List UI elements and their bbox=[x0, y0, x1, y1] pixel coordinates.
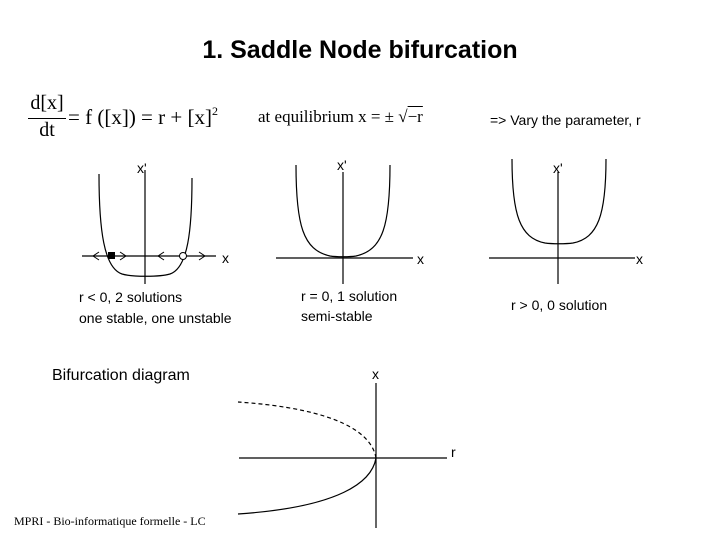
bifurcation-diagram-label: Bifurcation diagram bbox=[52, 367, 190, 384]
panel2-caption-line2: semi-stable bbox=[301, 308, 373, 324]
panel1-x-label: x bbox=[222, 250, 229, 266]
panel3-y-label: x' bbox=[553, 160, 563, 176]
bifurcation-stable-branch bbox=[237, 457, 377, 515]
bifurcation-x-label: r bbox=[451, 444, 456, 460]
panel3-caption-line1: r > 0, 0 solution bbox=[511, 297, 608, 313]
derivative-denominator: dt bbox=[39, 119, 55, 141]
equilibrium-text: at equilibrium x = ± √ bbox=[258, 107, 408, 126]
panel1-stable-point bbox=[108, 252, 115, 259]
panel1-unstable-point bbox=[179, 252, 187, 260]
fraction-bar bbox=[28, 118, 66, 119]
panel2-parabola bbox=[295, 164, 391, 258]
instruction-text: => Vary the parameter, r bbox=[490, 112, 641, 128]
equation-rhs-text: = f ([x]) = r + [x] bbox=[68, 105, 212, 129]
panel1-caption-line2: one stable, one unstable bbox=[79, 310, 232, 326]
footer-text: MPRI - Bio-informatique formelle - LC bbox=[14, 514, 206, 528]
panel3-x-label: x bbox=[636, 251, 643, 267]
panel2-x-label: x bbox=[417, 251, 424, 267]
panel1-arrow-right-2 bbox=[198, 251, 206, 261]
equation-rhs: = f ([x]) = r + [x]2 bbox=[68, 104, 218, 130]
equilibrium-expression: at equilibrium x = ± √−r bbox=[258, 107, 423, 127]
bifurcation-y-label: x bbox=[372, 366, 379, 382]
equation-exponent: 2 bbox=[211, 104, 218, 118]
bifurcation-unstable-branch bbox=[237, 401, 377, 459]
panel1-caption-line1: r < 0, 2 solutions bbox=[79, 289, 183, 305]
page-title: 1. Saddle Node bifurcation bbox=[202, 36, 518, 64]
derivative-numerator: d[x] bbox=[30, 92, 64, 114]
panel2-y-label: x' bbox=[337, 157, 347, 173]
equilibrium-radicand: −r bbox=[407, 107, 423, 126]
derivative-fraction: d[x] dt bbox=[28, 92, 66, 142]
panel1-arrow-left-1 bbox=[92, 251, 100, 261]
panel3-parabola bbox=[511, 158, 607, 245]
panel1-arrow-right-1 bbox=[119, 251, 127, 261]
panel1-arrow-left-2 bbox=[157, 251, 165, 261]
panel1-parabola bbox=[98, 173, 193, 277]
panel1-y-label: x' bbox=[137, 160, 147, 176]
panel2-caption-line1: r = 0, 1 solution bbox=[301, 288, 398, 304]
